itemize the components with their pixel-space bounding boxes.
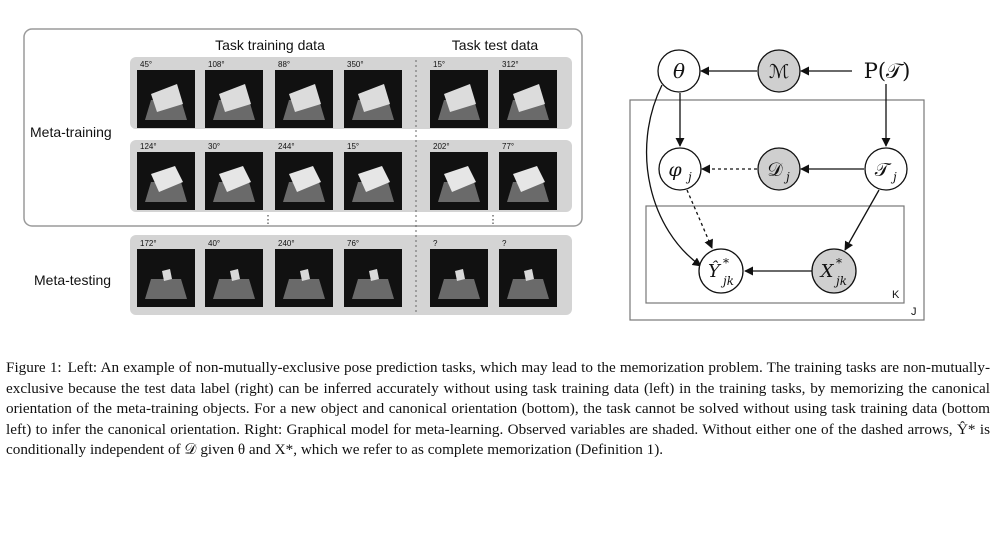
angle-label: 15°	[347, 142, 359, 151]
pose-floor	[507, 279, 549, 299]
pose-object	[524, 269, 534, 281]
angle-label: 350°	[347, 60, 364, 69]
pose-floor	[507, 182, 549, 202]
pose-object	[444, 84, 476, 112]
meta-training-frame	[23, 28, 583, 227]
pose-object	[358, 166, 390, 192]
label-meta-training: Meta-training	[30, 124, 112, 140]
angle-label: 40°	[208, 239, 220, 248]
edge-theta-Y	[645, 84, 702, 267]
node-Y-sub: jk	[720, 274, 734, 288]
node-Y-sup: *	[723, 256, 729, 270]
angle-label: 108°	[208, 60, 225, 69]
pose-tasks-figure: Task training data Task test data Meta-t…	[23, 28, 583, 315]
graphical-model: K J θ ℳ P(𝒯) φ j 𝒟 j 𝒯 j Ŷ * jk X	[629, 49, 925, 321]
node-phi-sub: j	[685, 170, 692, 184]
angle-label: 30°	[208, 142, 220, 151]
node-D-label: 𝒟	[767, 159, 783, 181]
caption-text: Left: An example of non-mutually-exclusi…	[6, 359, 990, 458]
angle-label: ?	[502, 239, 507, 248]
angle-label: 15°	[433, 60, 445, 69]
node-X-label: X	[819, 261, 835, 282]
label-meta-testing: Meta-testing	[34, 272, 111, 288]
pose-object	[289, 166, 321, 192]
node-X-sup: *	[836, 256, 842, 270]
angle-label: ?	[433, 239, 438, 248]
plate-K-label: K	[892, 289, 900, 301]
angle-label: 124°	[140, 142, 157, 151]
node-theta	[657, 49, 701, 93]
edge-phi-Y-dashed	[686, 189, 713, 249]
pose-object	[219, 166, 251, 192]
pose-floor	[283, 182, 325, 202]
angle-label: 240°	[278, 239, 295, 248]
node-T	[864, 147, 908, 191]
node-M-label: ℳ	[769, 61, 789, 83]
pose-object	[455, 269, 465, 281]
node-D-sub: j	[783, 170, 790, 184]
plate-K	[645, 205, 905, 304]
pose-floor	[438, 279, 480, 299]
angle-label: 77°	[502, 142, 514, 151]
node-T-sub: j	[890, 170, 897, 184]
pose-floor	[438, 182, 480, 202]
pose-object	[358, 84, 390, 112]
pose-floor	[352, 182, 394, 202]
angle-label: 202°	[433, 142, 450, 151]
plate-J-label: J	[911, 306, 917, 318]
pose-floor	[213, 279, 255, 299]
angle-label: 172°	[140, 239, 157, 248]
pose-object	[369, 269, 379, 281]
pose-floor	[145, 182, 187, 202]
pose-object	[513, 84, 545, 112]
node-theta-label: θ	[673, 59, 685, 83]
node-PT-label: P(𝒯)	[864, 59, 911, 83]
pose-object	[151, 166, 183, 192]
figure-caption: Figure 1:Left: An example of non-mutuall…	[6, 358, 990, 461]
ellipsis-test: ⋮	[488, 214, 499, 226]
header-task-training-data: Task training data	[215, 37, 325, 53]
angle-label: 312°	[502, 60, 519, 69]
angle-label: 76°	[347, 239, 359, 248]
pose-floor	[213, 182, 255, 202]
node-Y	[698, 248, 744, 294]
angle-label: 45°	[140, 60, 152, 69]
node-M	[757, 49, 801, 93]
pose-floor	[145, 279, 187, 299]
header-task-test-data: Task test data	[452, 37, 539, 53]
pose-object	[151, 84, 183, 112]
pose-object	[230, 269, 240, 281]
angle-label: 244°	[278, 142, 295, 151]
pose-object	[162, 269, 172, 281]
node-T-label: 𝒯	[875, 159, 892, 181]
pose-object	[289, 84, 321, 112]
node-D	[757, 147, 801, 191]
pose-object	[444, 166, 476, 192]
pose-floor	[283, 279, 325, 299]
edge-T-X	[844, 189, 880, 251]
ellipsis-train: ⋮	[263, 214, 274, 226]
node-phi	[658, 147, 702, 191]
caption-label: Figure 1:	[6, 359, 62, 376]
node-phi-label: φ	[668, 159, 682, 181]
node-Y-label: Ŷ	[708, 259, 722, 282]
angle-label: 88°	[278, 60, 290, 69]
pose-object	[513, 166, 545, 192]
pose-object	[300, 269, 310, 281]
plate-J	[629, 99, 925, 321]
pose-floor	[352, 279, 394, 299]
node-X-sub: jk	[833, 274, 847, 288]
pose-object	[219, 84, 251, 112]
node-X	[811, 248, 857, 294]
